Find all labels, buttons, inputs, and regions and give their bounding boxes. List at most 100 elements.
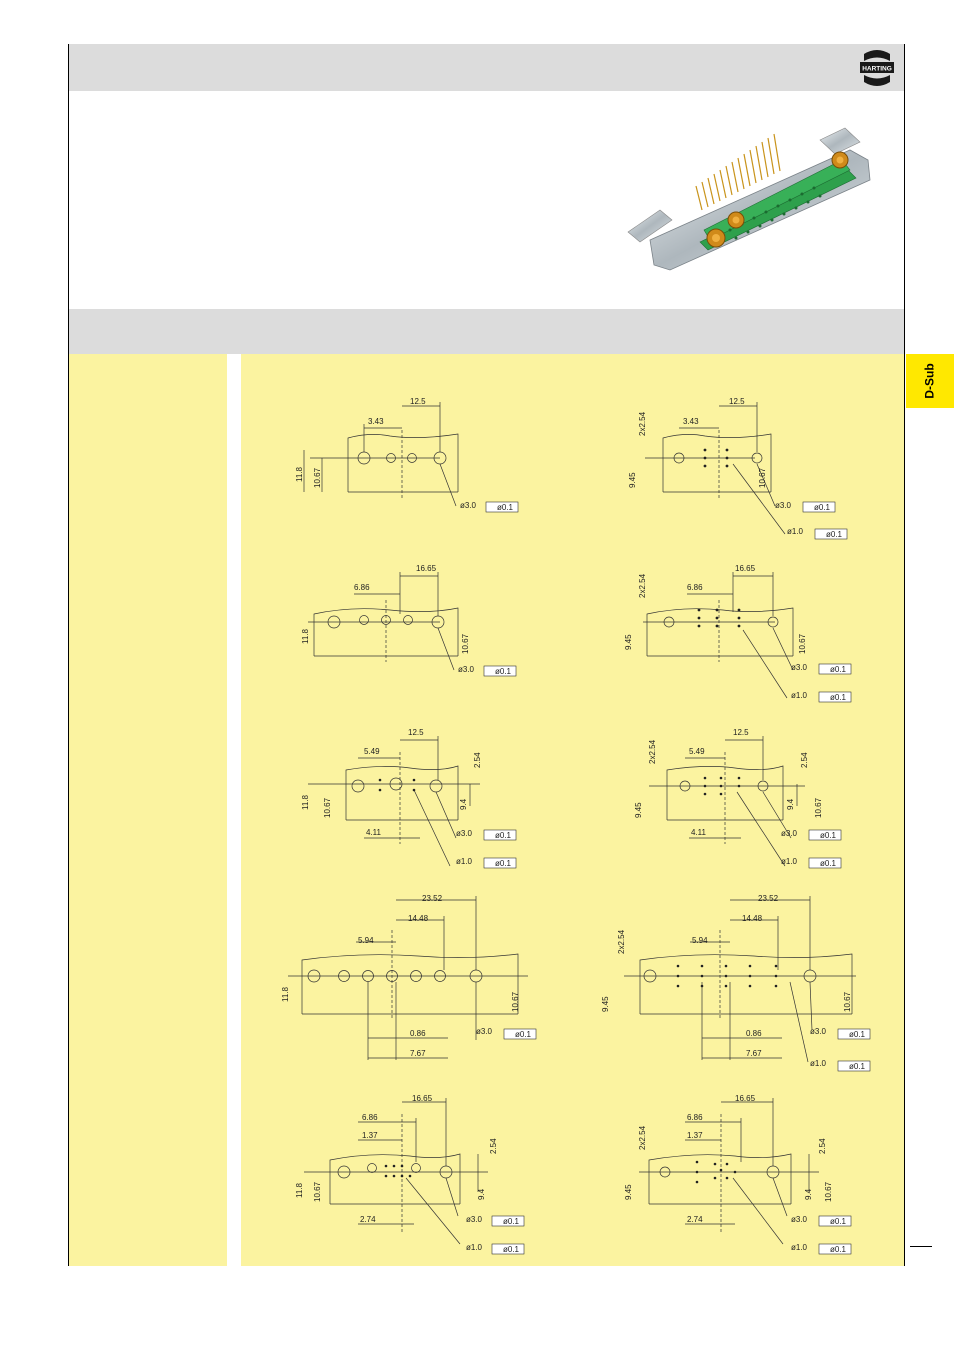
dim-label: 0.86 — [410, 1029, 426, 1038]
dim-label: 2.74 — [687, 1215, 703, 1224]
dim-label: ø3.0 — [460, 501, 477, 510]
dim-label: 0.86 — [746, 1029, 762, 1038]
logo-text: HARTING — [862, 66, 892, 73]
dim-label: 2.54 — [800, 752, 809, 768]
dim-label: 4.11 — [366, 828, 382, 837]
harting-logo: HARTING — [860, 50, 894, 86]
dim-label: 9.45 — [628, 472, 637, 488]
tolerance-label: ø0.1 — [495, 831, 512, 840]
tolerance-label: ø0.1 — [497, 503, 514, 512]
dim-label: 2x2.54 — [617, 929, 626, 954]
dim-label: 11.8 — [295, 1182, 304, 1198]
dim-label: ø1.0 — [787, 527, 804, 536]
dim-label: 10.67 — [758, 467, 767, 488]
pcb-drawing-9: 16.65 6.86 1.37 2.54 11.8 10.67 9.4 2.74… — [295, 1094, 525, 1255]
dim-label: 2x2.54 — [638, 573, 647, 598]
tolerance-label: ø0.1 — [830, 1217, 847, 1226]
dim-label: ø1.0 — [781, 857, 798, 866]
dim-label: 1.37 — [687, 1131, 703, 1140]
dim-label: ø3.0 — [791, 663, 808, 672]
tolerance-label: ø0.1 — [826, 530, 843, 539]
dim-label: 2x2.54 — [638, 1125, 647, 1150]
tolerance-label: ø0.1 — [830, 693, 847, 702]
dim-label: 16.65 — [412, 1094, 433, 1103]
tolerance-label: ø0.1 — [830, 665, 847, 674]
dim-label: 5.49 — [689, 747, 705, 756]
dim-label: 14.48 — [742, 914, 763, 923]
pcb-drawing-1: 12.5 3.43 11.8 10.67 ø3.0 ø0.1 — [295, 397, 519, 513]
drawings-area — [241, 354, 904, 1266]
dsub-tab-label: D-Sub — [922, 363, 937, 399]
dim-label: 10.67 — [313, 467, 322, 488]
dim-label: 16.65 — [735, 1094, 756, 1103]
dim-label: ø3.0 — [775, 501, 792, 510]
dim-label: ø3.0 — [458, 665, 475, 674]
dim-label: 2x2.54 — [638, 411, 647, 436]
dim-label: 9.45 — [624, 634, 633, 650]
pcb-drawing-7: 23.52 14.48 5.94 11.8 10.67 0.86 7.67 ø3… — [281, 894, 537, 1060]
dim-label: 12.5 — [733, 728, 749, 737]
dim-label: ø1.0 — [810, 1059, 827, 1068]
dim-label: ø3.0 — [791, 1215, 808, 1224]
dim-label: 2.54 — [818, 1138, 827, 1154]
frame-right-line — [904, 44, 905, 1266]
frame-left-line — [68, 44, 69, 1266]
connector-photo — [627, 127, 871, 271]
dim-label: 6.86 — [687, 583, 703, 592]
column-separator — [227, 354, 241, 1266]
dim-label: 16.65 — [416, 564, 437, 573]
dim-label: 4.11 — [691, 828, 707, 837]
pcb-drawing-10: 16.65 6.86 1.37 2x2.54 2.54 9.45 9.4 10.… — [624, 1094, 852, 1255]
tolerance-label: ø0.1 — [503, 1217, 520, 1226]
dim-label: ø3.0 — [476, 1027, 493, 1036]
dim-label: ø3.0 — [466, 1215, 483, 1224]
section-header-bar — [69, 309, 904, 354]
dim-label: 3.43 — [683, 417, 699, 426]
dim-label: 9.45 — [634, 802, 643, 818]
dim-label: 11.8 — [301, 794, 310, 810]
dim-label: 9.4 — [477, 1188, 486, 1200]
dim-label: 23.52 — [422, 894, 443, 903]
pcb-drawing-5: 12.5 5.49 2.54 11.8 10.67 9.4 4.11 ø3.0 … — [301, 728, 517, 869]
dim-label: 10.67 — [824, 1181, 833, 1202]
left-info-column — [69, 354, 227, 1266]
tolerance-label: ø0.1 — [495, 667, 512, 676]
dim-label: 10.67 — [313, 1181, 322, 1202]
pcb-drawing-2: 2x2.54 12.5 3.43 9.45 10.67 ø3.0 ø0.1 ø1… — [628, 397, 848, 540]
dim-label: ø3.0 — [781, 829, 798, 838]
dim-label: 5.94 — [358, 936, 374, 945]
tolerance-label: ø0.1 — [830, 1245, 847, 1254]
dim-label: ø1.0 — [791, 691, 808, 700]
tolerance-label: ø0.1 — [820, 831, 837, 840]
tolerance-label: ø0.1 — [849, 1062, 866, 1071]
tolerance-label: ø0.1 — [495, 859, 512, 868]
dim-label: 1.37 — [362, 1131, 378, 1140]
dim-label: 10.67 — [843, 991, 852, 1012]
dim-label: 12.5 — [408, 728, 424, 737]
dsub-section-tab[interactable]: D-Sub — [906, 354, 954, 408]
dim-label: 10.67 — [511, 991, 520, 1012]
dim-label: 12.5 — [410, 397, 426, 406]
dim-label: 7.67 — [410, 1049, 426, 1058]
dim-label: 2.54 — [473, 752, 482, 768]
pcb-drawing-8: 23.52 14.48 5.94 2x2.54 9.45 10.67 0.86 … — [601, 894, 871, 1072]
tolerance-label: ø0.1 — [820, 859, 837, 868]
dim-label: 11.8 — [295, 466, 304, 482]
tolerance-label: ø0.1 — [849, 1030, 866, 1039]
dim-label: 12.5 — [729, 397, 745, 406]
header-bar — [69, 44, 904, 91]
dim-label: 2.54 — [489, 1138, 498, 1154]
dim-label: 10.67 — [798, 633, 807, 654]
dim-label: 6.86 — [362, 1113, 378, 1122]
pcb-drawing-6: 2x2.54 12.5 5.49 2.54 9.45 9.4 10.67 4.1… — [634, 728, 842, 869]
dim-label: 14.48 — [408, 914, 429, 923]
page-number-rule — [910, 1246, 932, 1247]
tolerance-label: ø0.1 — [814, 503, 831, 512]
pcb-drawing-3: 16.65 6.86 11.8 10.67 ø3.0 ø0.1 — [301, 564, 517, 677]
dim-label: 2x2.54 — [648, 739, 657, 764]
dim-label: 11.8 — [281, 986, 290, 1002]
dim-label: 10.67 — [323, 797, 332, 818]
dim-label: 16.65 — [735, 564, 756, 573]
dim-label: 9.4 — [804, 1188, 813, 1200]
dim-label: 2.74 — [360, 1215, 376, 1224]
